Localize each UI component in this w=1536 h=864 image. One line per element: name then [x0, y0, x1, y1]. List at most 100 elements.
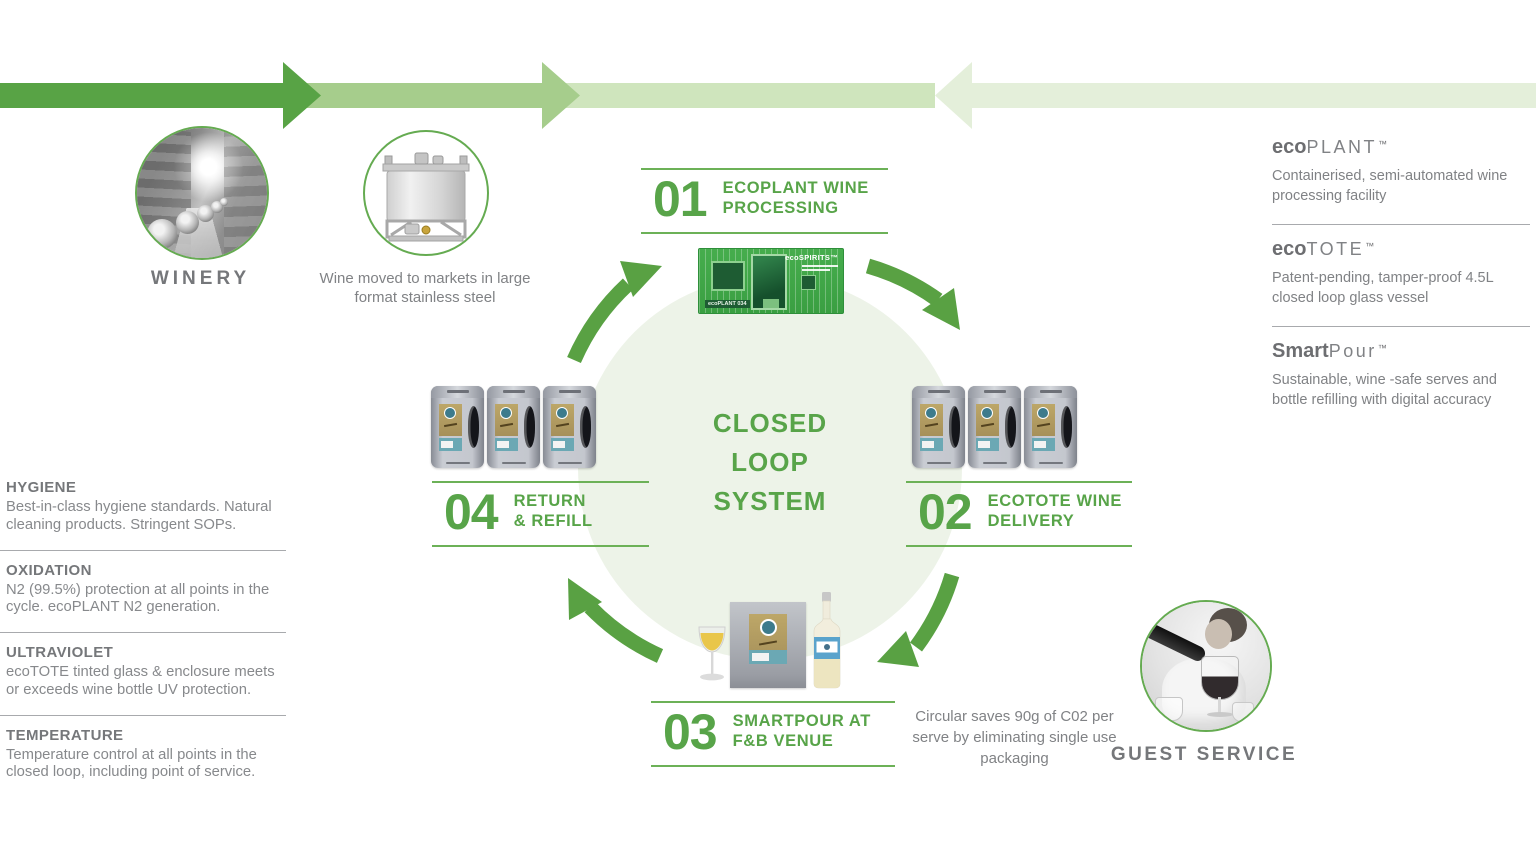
tote-emblem-icon	[444, 407, 456, 419]
tote-gold-label	[439, 404, 462, 436]
step-number: 03	[663, 704, 718, 760]
tote-brand-bar	[502, 390, 525, 393]
tote-emblem-icon	[1037, 407, 1049, 419]
container-id-badge: ecoPLANT 034	[705, 300, 750, 308]
center-title: CLOSED LOOP SYSTEM	[578, 404, 962, 521]
tote-signature-mark	[443, 422, 458, 427]
guest-service-photo	[1140, 600, 1272, 732]
trademark-symbol: ™	[1365, 240, 1375, 251]
tote-barcode-icon	[497, 441, 509, 448]
tote-teal-strip	[551, 438, 574, 451]
step-title: RETURN & REFILL	[514, 492, 593, 532]
note-description: ecoTOTE tinted glass & enclosure meets o…	[6, 664, 275, 698]
product-description: Sustainable, wine -safe serves and bottl…	[1272, 372, 1497, 408]
tote-brand-bar	[446, 390, 469, 393]
steel-tank-caption: Wine moved to markets in large format st…	[319, 270, 531, 306]
background-glass-icon	[1154, 696, 1183, 721]
step-title-line2: PROCESSING	[722, 199, 839, 217]
note-hygiene: HYGIENE Best-in-class hygiene standards.…	[0, 468, 286, 550]
tote-gold-label	[920, 404, 943, 436]
tote-brand-bar	[1039, 390, 1062, 393]
tote-handle-icon	[1005, 406, 1016, 448]
note-description: Temperature control at all points in the…	[6, 746, 257, 781]
note-description: N2 (99.5%) protection at all points in t…	[6, 581, 270, 616]
tote-foot-bar	[557, 461, 582, 464]
note-heading: OXIDATION	[6, 561, 92, 579]
tote-signature-mark	[980, 422, 995, 427]
tote-gold-label	[1032, 404, 1055, 436]
tote-signature-mark	[924, 422, 939, 427]
product-description: Patent-pending, tamper-proof 4.5L closed…	[1272, 270, 1494, 306]
brand-bold: eco	[1272, 238, 1307, 261]
trademark-symbol: ™	[1378, 138, 1387, 149]
guest-service-caption: GUEST SERVICE	[1110, 744, 1298, 765]
background-glass-icon	[1231, 701, 1254, 722]
ecotote-vessel	[1024, 386, 1077, 468]
product-brand: ecoTOTE™	[1272, 238, 1530, 261]
step-number: 02	[918, 484, 973, 540]
tote-foot-bar	[501, 461, 526, 464]
tote-handle-icon	[580, 406, 591, 448]
tote-barcode-icon	[553, 441, 565, 448]
closed-loop-circle	[578, 276, 962, 660]
loop-arrowhead-icon	[620, 261, 662, 297]
center-title-line: LOOP	[731, 447, 809, 477]
step-title: ECOTOTE WINE DELIVERY	[988, 492, 1122, 532]
smartpour-signature-mark	[758, 640, 778, 646]
step-title: ECOPLANT WINE PROCESSING	[723, 179, 869, 219]
tote-teal-strip	[439, 438, 462, 451]
note-oxidation: OXIDATION N2 (99.5%) protection at all p…	[0, 549, 286, 633]
legend-item-ecotote: ecoTOTE™ Patent-pending, tamper-proof 4.…	[1272, 224, 1530, 326]
banner-arrow-band-icon	[560, 83, 935, 108]
product-description: Containerised, semi-automated wine proce…	[1272, 168, 1508, 204]
tote-barcode-icon	[441, 441, 453, 448]
tote-foot-bar	[445, 461, 470, 464]
tote-barcode-icon	[978, 441, 990, 448]
product-brand: SmartPour™	[1272, 340, 1530, 363]
tote-emblem-icon	[925, 407, 937, 419]
container-id-badge-accent	[763, 299, 779, 308]
tote-gold-label	[976, 404, 999, 436]
step-block-03: 03 SMARTPOUR AT F&B VENUE	[651, 701, 895, 767]
ecotote-vessel	[968, 386, 1021, 468]
barrel-icon	[147, 219, 178, 249]
tote-gold-label	[551, 404, 574, 436]
product-brand: ecoPLANT™	[1272, 136, 1530, 159]
tote-handle-icon	[468, 406, 479, 448]
center-title-line: SYSTEM	[713, 486, 827, 516]
tote-emblem-icon	[500, 407, 512, 419]
tote-signature-mark	[1036, 422, 1051, 427]
tote-teal-strip	[495, 438, 518, 451]
tote-emblem-icon	[556, 407, 568, 419]
smartpour-device-illustration	[730, 602, 806, 688]
brand-bold: eco	[1272, 136, 1307, 158]
tote-teal-strip	[1032, 438, 1055, 451]
tote-foot-bar	[926, 461, 951, 464]
smartpour-emblem-icon	[760, 619, 777, 636]
container-tagline-bar	[802, 265, 838, 267]
smartpour-barcode-icon	[752, 653, 769, 661]
step-block-04: 04 RETURN & REFILL	[432, 481, 649, 547]
loop-arrowhead-icon	[922, 288, 960, 330]
tote-gold-label	[495, 404, 518, 436]
note-description: Best-in-class hygiene standards. Natural…	[6, 499, 272, 533]
winery-photo	[135, 126, 269, 260]
tote-brand-bar	[983, 390, 1006, 393]
wine-bottle-icon	[813, 592, 841, 689]
tote-handle-icon	[949, 406, 960, 448]
step-block-01: 01 ECOPLANT WINE PROCESSING	[641, 168, 888, 234]
step-title-line2: DELIVERY	[987, 512, 1075, 530]
wine-glass-icon	[698, 626, 726, 681]
loop-arrowhead-icon	[877, 631, 919, 667]
smartpour-teal-strip	[749, 650, 787, 664]
tote-handle-icon	[524, 406, 535, 448]
server-face	[1204, 618, 1232, 649]
barrel-icon	[196, 204, 214, 222]
trademark-symbol: ™	[1377, 342, 1387, 353]
brand-light: TOTE	[1306, 239, 1365, 260]
step-title-line1: ECOTOTE WINE	[987, 492, 1122, 511]
brand-light: Pour	[1328, 341, 1377, 362]
container-brand-label: ecoSPIRITS™	[785, 253, 838, 262]
tote-teal-strip	[920, 438, 943, 451]
